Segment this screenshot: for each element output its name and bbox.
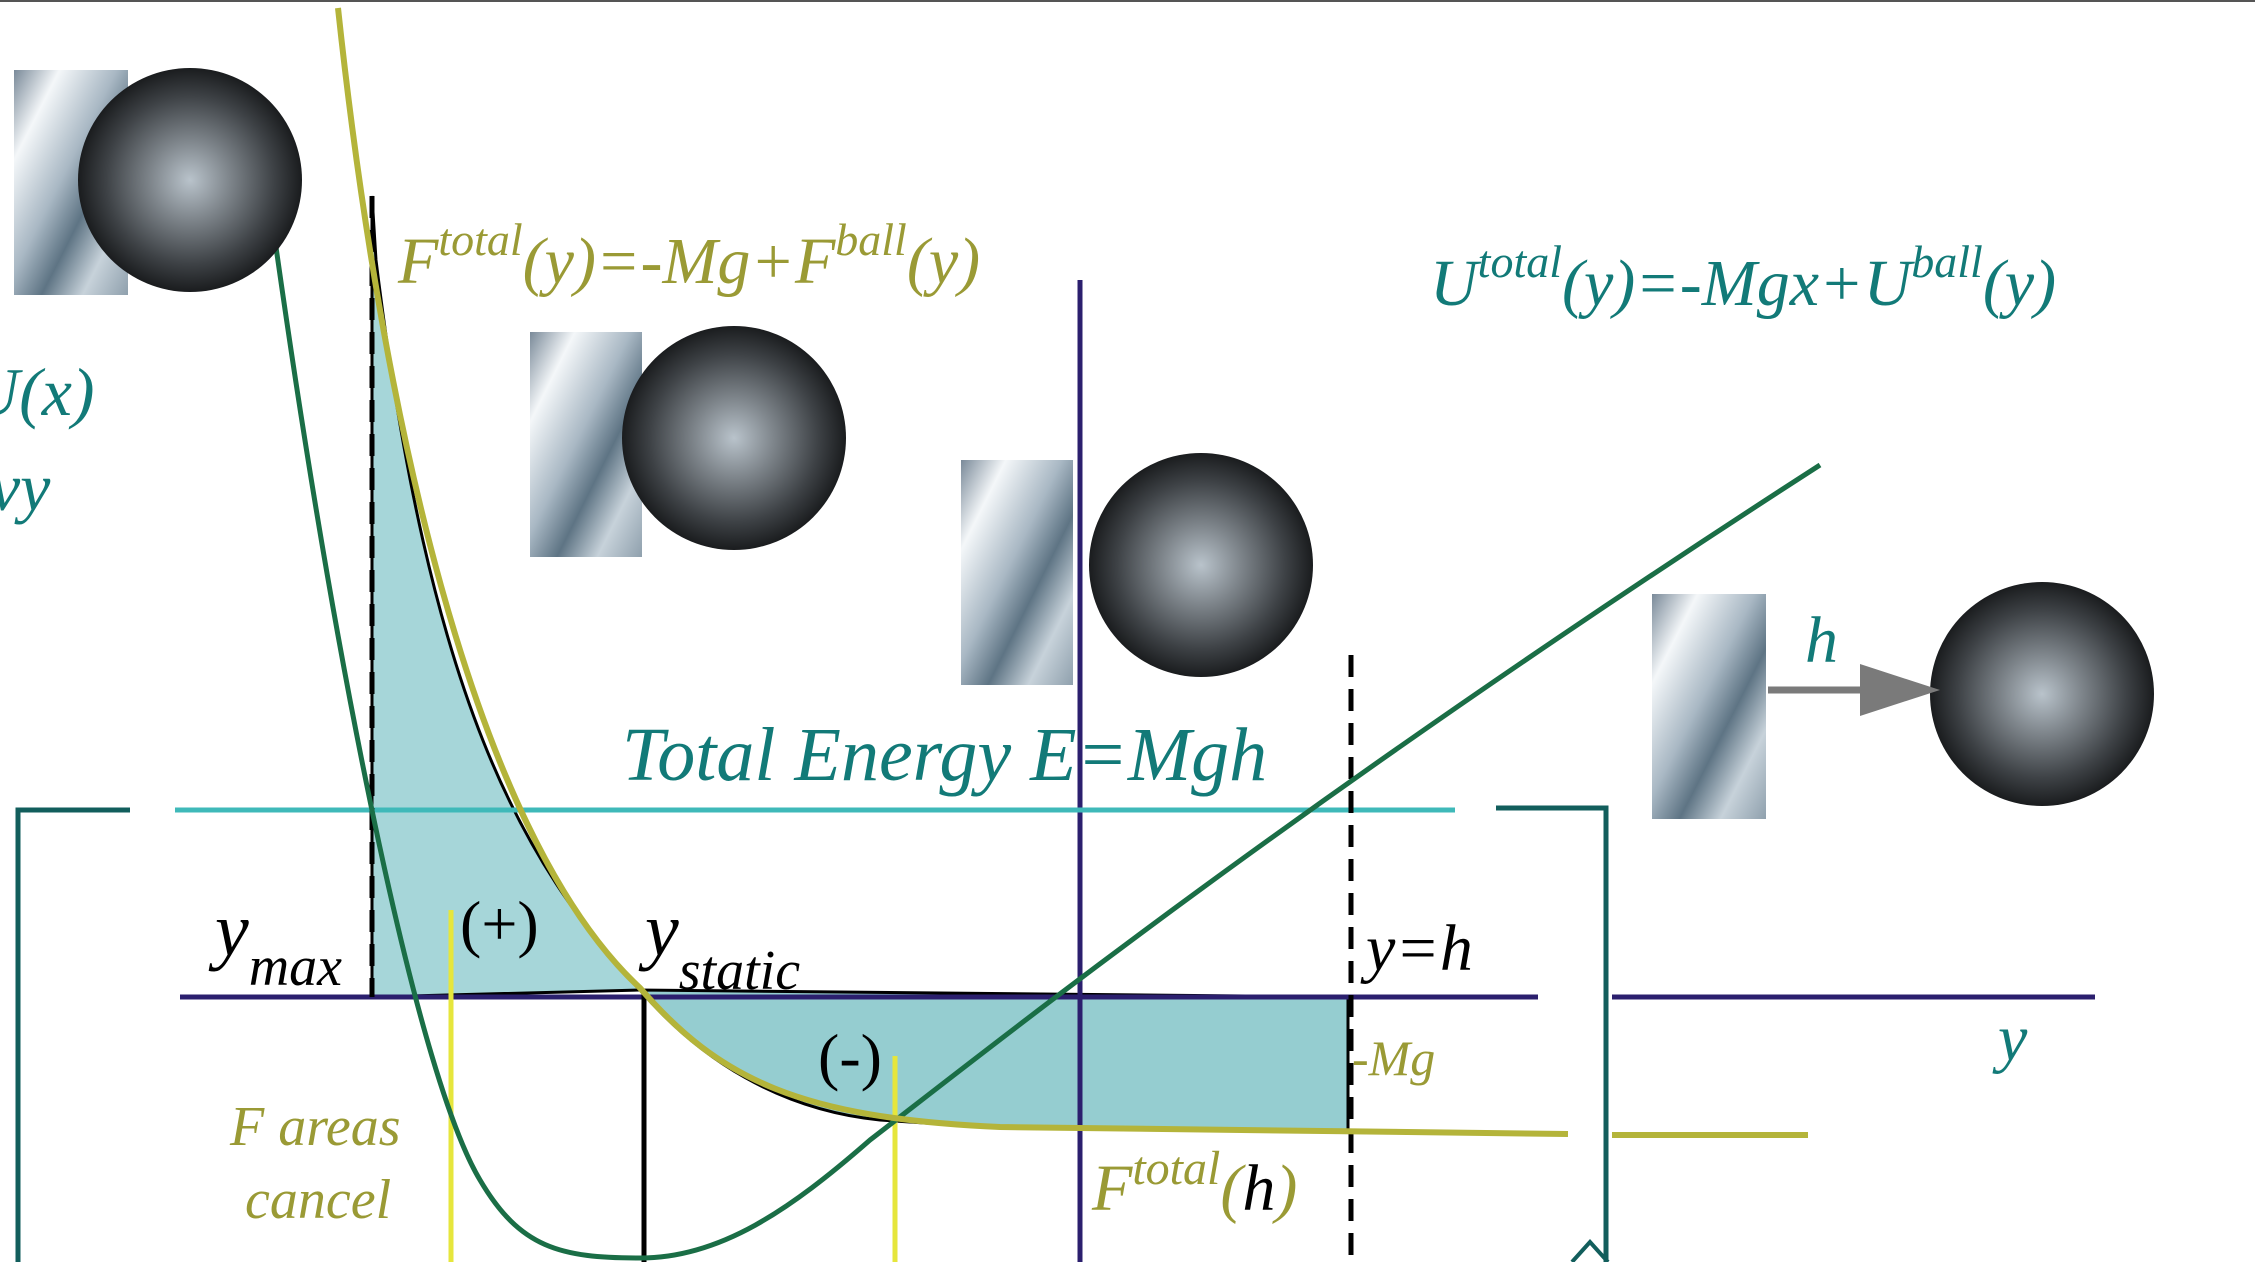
positive-area-label: (+) (460, 888, 539, 959)
ball-2 (622, 326, 846, 550)
ymax-label: ymax (208, 888, 342, 998)
ystatic-label: ystatic (638, 888, 800, 1002)
f-areas-label: F areas (229, 1096, 401, 1158)
right-bracket (1496, 805, 1609, 1262)
left-potential-label: U(x) (0, 354, 95, 430)
negative-area-label: (-) (818, 1021, 882, 1092)
total-energy-label: Total Energy E=Mgh (622, 713, 1267, 797)
h-label: h (1805, 604, 1838, 677)
ball-1 (78, 68, 302, 292)
ball-3 (1089, 453, 1313, 677)
potential-equation-label: Utotal(y)=-Mgx+Uball(y) (1430, 236, 2056, 320)
y-axis-label: y (1992, 1002, 2028, 1075)
right-bracket-tick (1570, 1239, 1610, 1262)
force-curve (335, 7, 1569, 1137)
ball-4 (1930, 582, 2154, 806)
force-area-negative (636, 988, 1350, 1134)
plate-4 (1652, 594, 1766, 819)
force-equation-label: Ftotal(y)=-Mg+Fball(y) (397, 214, 980, 298)
left-potential-label-2: vy (0, 449, 51, 525)
left-bracket (15, 807, 130, 1262)
potential-curve (272, 239, 1822, 1261)
neg-mg-label: -Mg (1352, 1030, 1435, 1086)
plate-3 (961, 460, 1073, 685)
force-area-positive (370, 195, 644, 999)
cancel-label: cancel (245, 1169, 391, 1231)
force-at-h-label: Ftotal(h) (1091, 1142, 1297, 1225)
h-arrow-head-icon (1860, 664, 1940, 716)
y-equals-h-label: y=h (1360, 912, 1473, 985)
